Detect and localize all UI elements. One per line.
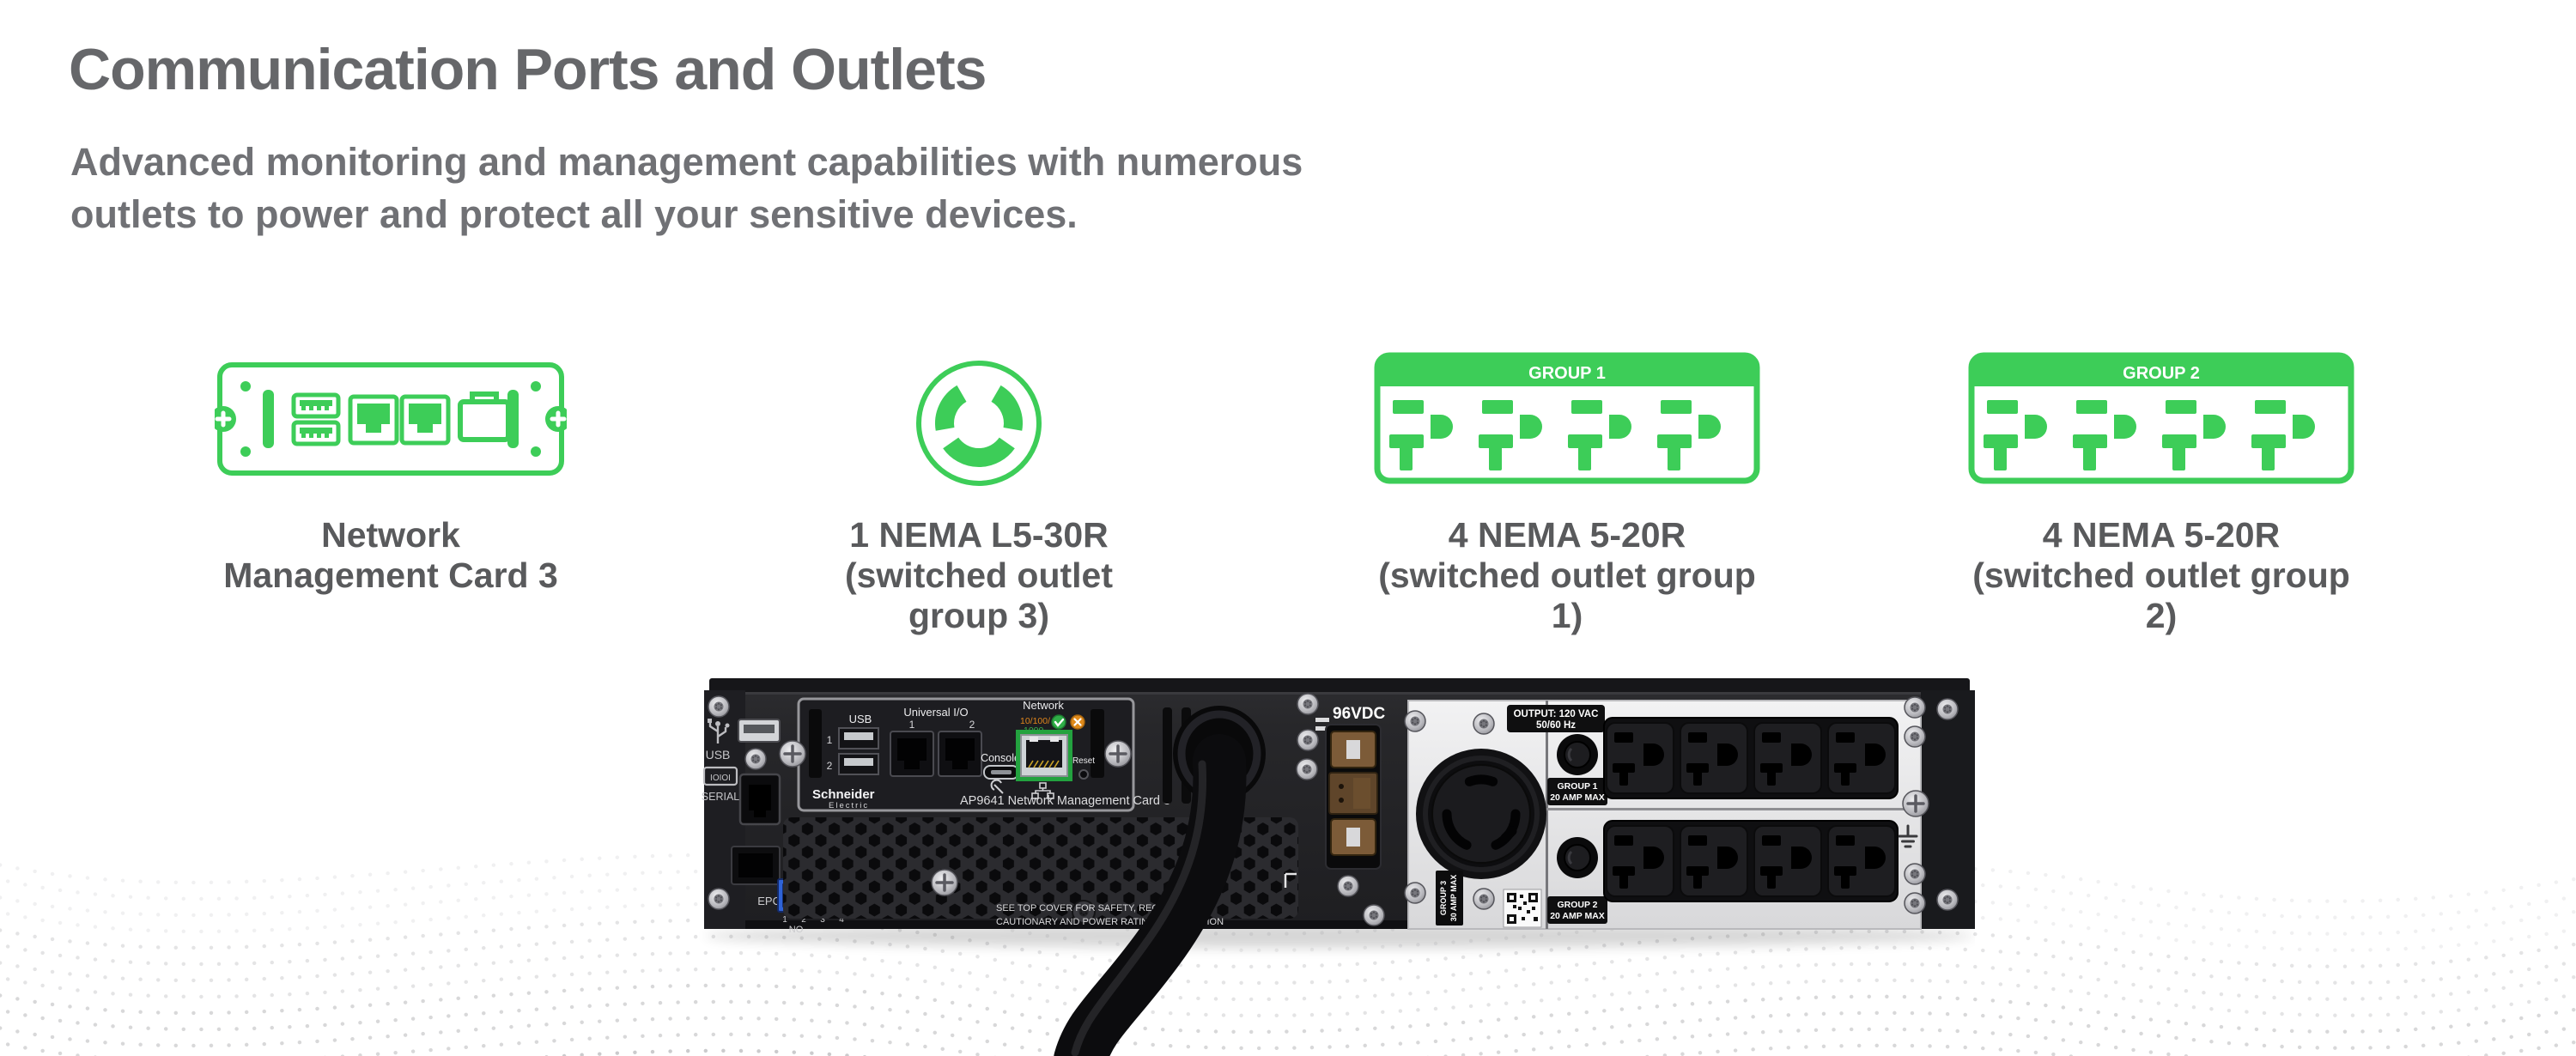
- svg-text:20 AMP MAX: 20 AMP MAX: [1550, 792, 1605, 803]
- schneider-logo: Schneider Electric: [812, 787, 875, 810]
- svg-text:Electric: Electric: [829, 801, 869, 810]
- group-badge: GROUP 2: [2123, 364, 2200, 383]
- usb-icon: [708, 719, 730, 743]
- outlet-bank-group1: [1603, 717, 1899, 799]
- outlet-panel: OUTPUT: 120 VAC 50/60 Hz GROUP 3: [1404, 696, 1930, 930]
- feature-caption: 4 NEMA 5-20R (switched outlet group 1): [1370, 515, 1765, 636]
- svg-text:2: 2: [969, 719, 975, 731]
- network-port-glyph: [458, 391, 511, 442]
- chassis-serial-label: SERIAL: [702, 791, 740, 803]
- group2-rating-label: GROUP 2 20 AMP MAX: [1547, 896, 1607, 924]
- caption-line-1: 4 NEMA 5-20R: [1448, 515, 1686, 555]
- svg-text:4: 4: [839, 915, 844, 925]
- svg-text:Schneider: Schneider: [812, 787, 875, 802]
- feature-outlet-group-2: GROUP 2: [1964, 347, 2359, 636]
- nmc-card-icon: [215, 362, 567, 476]
- svg-text:OUTPUT: 120 VAC: OUTPUT: 120 VAC: [1514, 709, 1599, 719]
- chassis-usb-port: [738, 719, 781, 743]
- group1-rating-label: GROUP 1 20 AMP MAX: [1547, 778, 1607, 805]
- status-led-ok-icon: [1051, 714, 1066, 730]
- console-port: [983, 765, 1019, 780]
- serial-icon: IOIOI: [702, 766, 738, 786]
- svg-text:GROUP 1: GROUP 1: [1557, 781, 1597, 792]
- universal-io-ports: 1 2: [890, 719, 982, 777]
- reset-button: [1078, 769, 1089, 780]
- console-label: Console: [981, 752, 1020, 764]
- page-subtitle: Advanced monitoring and management capab…: [70, 136, 1303, 240]
- svg-text:2: 2: [827, 760, 833, 772]
- chassis-lower-connector: [731, 846, 781, 885]
- page-title: Communication Ports and Outlets: [69, 37, 987, 102]
- feature-caption: 4 NEMA 5-20R (switched outlet group 2): [1964, 515, 2359, 636]
- l5-30r-outlet: [1416, 749, 1546, 879]
- group1-breaker: [1557, 734, 1598, 775]
- outlet-group-1-icon: GROUP 1: [1374, 352, 1760, 484]
- nema-5-20r-glyphs: [1984, 400, 2315, 470]
- outlet-group-2-icon: GROUP 2: [1968, 352, 2354, 484]
- epo-no-label: NO: [789, 925, 804, 935]
- network-share-icon: [1031, 782, 1054, 799]
- network-port: [1016, 730, 1072, 781]
- svg-text:1: 1: [909, 719, 915, 731]
- serial-port: [738, 773, 781, 826]
- nmc-usb-label: USB: [849, 713, 872, 725]
- nmc-slot: USB 1 2 Universal I/O 1 2 Console: [778, 697, 1170, 812]
- dc-voltage-label: 96VDC: [1333, 705, 1386, 723]
- caption-line-1: Network: [321, 515, 460, 555]
- outlet-bank-group2: [1603, 820, 1899, 902]
- network-label: Network: [1023, 699, 1064, 712]
- caption-line-2: (switched outlet group 2): [1972, 555, 2350, 635]
- wrench-icon: [990, 779, 1004, 794]
- output-rating-label: OUTPUT: 120 VAC 50/60 Hz: [1507, 705, 1605, 732]
- qr-code: [1503, 889, 1542, 928]
- epo-label: EPO: [757, 895, 781, 907]
- caption-line-1: 4 NEMA 5-20R: [2042, 515, 2281, 555]
- svg-text:30 AMP MAX: 30 AMP MAX: [1449, 875, 1458, 922]
- epo-pin-numbers-bottom: 1 2 3 4: [782, 915, 844, 925]
- usb-ports-glyph: [291, 392, 341, 446]
- status-led-fault-icon: [1070, 714, 1085, 730]
- screw-plus-icons: [215, 410, 567, 428]
- l5-30r-outlet-icon: [916, 361, 1042, 486]
- caption-line-1: 1 NEMA L5-30R: [849, 515, 1109, 555]
- group-badge: GROUP 1: [1528, 364, 1606, 383]
- network-speed-line1: 10/100/: [1020, 716, 1050, 726]
- rj45-ports-glyph: [348, 394, 451, 446]
- svg-text:2: 2: [801, 915, 806, 925]
- group3-rating-label: GROUP 3 30 AMP MAX: [1436, 871, 1463, 926]
- caption-line-2: (switched outlet group 1): [1378, 555, 1756, 635]
- feature-caption: 1 NEMA L5-30R (switched outlet group 3): [829, 515, 1129, 636]
- subtitle-line-2: outlets to power and protect all your se…: [70, 192, 1078, 236]
- svg-text:1: 1: [782, 915, 787, 925]
- caption-line-2: Management Card 3: [223, 555, 558, 595]
- svg-text:50/60 Hz: 50/60 Hz: [1536, 720, 1576, 731]
- feature-outlet-group-1: GROUP 1: [1370, 347, 1765, 636]
- nmc-usb-ports: 1 2: [827, 727, 879, 775]
- battery-connector: [1328, 731, 1378, 856]
- ups-rear-panel-photo: USB IOIOI SERIAL EPO: [702, 678, 1975, 1056]
- svg-text:20 AMP MAX: 20 AMP MAX: [1550, 911, 1605, 921]
- group2-breaker: [1557, 837, 1598, 878]
- svg-text:GROUP 3: GROUP 3: [1439, 881, 1448, 915]
- universal-io-label: Universal I/O: [903, 706, 968, 719]
- ground-icon: [1898, 824, 1918, 848]
- power-cable: [1054, 706, 1266, 1056]
- feature-network-management-card: Network Management Card 3: [197, 347, 584, 596]
- svg-text:1: 1: [827, 734, 833, 746]
- caption-line-2: (switched outlet group 3): [844, 555, 1114, 635]
- battery-connector-section: 96VDC: [1284, 693, 1386, 926]
- chassis-usb-label: USB: [706, 748, 731, 762]
- subtitle-line-1: Advanced monitoring and management capab…: [70, 140, 1303, 184]
- feature-l5-30r: 1 NEMA L5-30R (switched outlet group 3): [829, 347, 1129, 636]
- serial-icon-text: IOIOI: [710, 774, 731, 783]
- nema-5-20r-glyphs: [1389, 400, 1721, 470]
- card-model-label: AP9641 Network Management Card 3: [960, 794, 1170, 808]
- svg-text:GROUP 2: GROUP 2: [1557, 900, 1597, 910]
- feature-caption: Network Management Card 3: [197, 515, 584, 596]
- reset-label: Reset: [1072, 756, 1095, 766]
- svg-text:3: 3: [820, 915, 825, 925]
